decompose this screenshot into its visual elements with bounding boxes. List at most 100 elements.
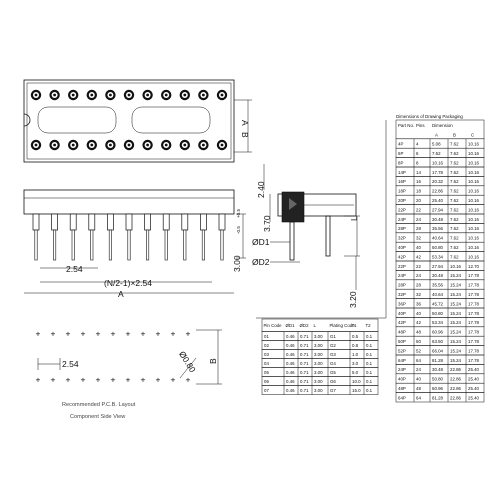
pin-table-cell: 0.1 (366, 352, 373, 357)
size-table-cell: 25.40 (468, 386, 480, 391)
socket-body-outline (23, 79, 235, 163)
top-dim-b: B (240, 132, 250, 138)
contact-bottom (179, 139, 190, 151)
pin-table-header-cell: T1 (352, 323, 358, 328)
size-table-cell: 15.24 (450, 292, 462, 297)
size-table-cell: 22 (416, 264, 421, 269)
pcb-hole: + (141, 375, 146, 385)
size-table-cell: 10.16 (468, 142, 480, 147)
pin-table-cell: 0.5 (352, 334, 359, 339)
end-body-housing (277, 193, 357, 217)
size-table-cell: 42P (398, 320, 406, 325)
pin-table-cell: 3.00 (314, 334, 323, 339)
size-table-cell: 22.86 (432, 189, 444, 194)
side-pin (125, 213, 133, 261)
pin-table-cell: G3 (330, 352, 336, 357)
size-table-cell: 53.34 (432, 320, 444, 325)
size-table-cell: 25.40 (468, 377, 480, 382)
size-table-cell: 40 (416, 377, 421, 382)
side-span-label: (N/2-1)×2.54 (104, 278, 152, 288)
size-table-cell: 32 (416, 292, 421, 297)
side-pin (144, 213, 151, 261)
end-pin-left (289, 221, 295, 261)
size-table-cell: 48 (416, 330, 421, 335)
top-dim-a: A (240, 120, 250, 126)
pin-table-header-cell: Plating Code (330, 323, 356, 328)
size-table-cell: 7.62 (450, 217, 459, 222)
pin-table-cell: 3.00 (314, 379, 323, 384)
size-table-cell: 64P (398, 358, 406, 363)
size-table-cell: 10.16 (468, 170, 480, 175)
side-height-label: 3.00 (232, 255, 242, 272)
side-pin (181, 213, 189, 261)
size-table-cell: 7.62 (450, 254, 459, 259)
pcb-hole-label: Ø0.80 (177, 349, 198, 374)
size-table-cell: 10.16 (468, 226, 480, 231)
pcb-hole: + (186, 375, 191, 385)
pin-table-cell: 0.71 (300, 352, 309, 357)
size-table-cell: 15.24 (450, 339, 462, 344)
pin-table-cell: 15.0 (352, 388, 361, 393)
contact-bottom (49, 139, 60, 151)
size-table-cell: 10.16 (468, 254, 480, 259)
pin-table-cell: 3.00 (314, 352, 323, 357)
pcb-note-line2: Component Side View (70, 414, 126, 420)
pin-table-cell: 0.71 (300, 388, 309, 393)
size-table-cell: 52 (416, 348, 421, 353)
size-table-cell: 24P (398, 217, 406, 222)
pin-table-cell: G6 (330, 379, 336, 384)
pin-table-header-cell: L (314, 323, 317, 328)
size-table-cell: 4 (416, 142, 419, 147)
side-tol-minus: -0.5 (236, 226, 241, 234)
size-table-cell: 28 (416, 283, 421, 288)
contact-bottom (142, 139, 153, 151)
size-table-cell: 7.62 (432, 151, 441, 156)
size-table-cell: 22.86 (450, 377, 462, 382)
pin-table-cell: G1 (330, 334, 336, 339)
size-table-cell: 7.62 (450, 179, 459, 184)
pin-table-cell: G4 (330, 361, 336, 366)
pcb-hole: + (36, 329, 41, 339)
size-table-header: Part No. (398, 123, 414, 128)
size-table-cell: 50 (416, 339, 421, 344)
pin-table-cell: 0.1 (366, 379, 373, 384)
size-table-cell: 40.64 (432, 292, 444, 297)
size-table-cell: 7.62 (450, 189, 459, 194)
pcb-hole: + (66, 375, 71, 385)
contact-top (142, 89, 153, 101)
size-table-cell: 30.48 (432, 217, 444, 222)
size-table-cell: 15.24 (450, 330, 462, 335)
size-table-cell: 15.24 (450, 273, 462, 278)
size-table-cell: 7.62 (450, 151, 459, 156)
contact-top (105, 89, 116, 101)
size-table-title: Dimensions of Drawing Packaging (396, 114, 463, 119)
size-table-cell: 35.56 (432, 283, 444, 288)
size-table-cell: 7.62 (450, 160, 459, 165)
size-table-cell: 32P (398, 236, 406, 241)
size-table-cell: 22P (398, 207, 406, 212)
pcb-hole: + (171, 375, 176, 385)
size-table-cell: 10.16 (468, 217, 480, 222)
size-table-cell: 7.62 (450, 170, 459, 175)
size-table-cell: 17.78 (468, 273, 480, 278)
end-pin-length: 3.20 (348, 291, 358, 308)
pin1-notch (23, 113, 31, 127)
pin-table-header-cell: ØD2 (300, 323, 310, 328)
size-table-cell: 22.86 (450, 395, 462, 400)
size-table-cell: 10.16 (468, 207, 480, 212)
side-body (23, 189, 235, 215)
size-table-cell: 7.62 (450, 198, 459, 203)
pcb-hole: + (126, 329, 131, 339)
size-table-cell: 30.48 (432, 367, 444, 372)
contact-top (179, 89, 190, 101)
side-tol-plus: +0.5 (236, 208, 241, 218)
side-pin (88, 213, 96, 261)
